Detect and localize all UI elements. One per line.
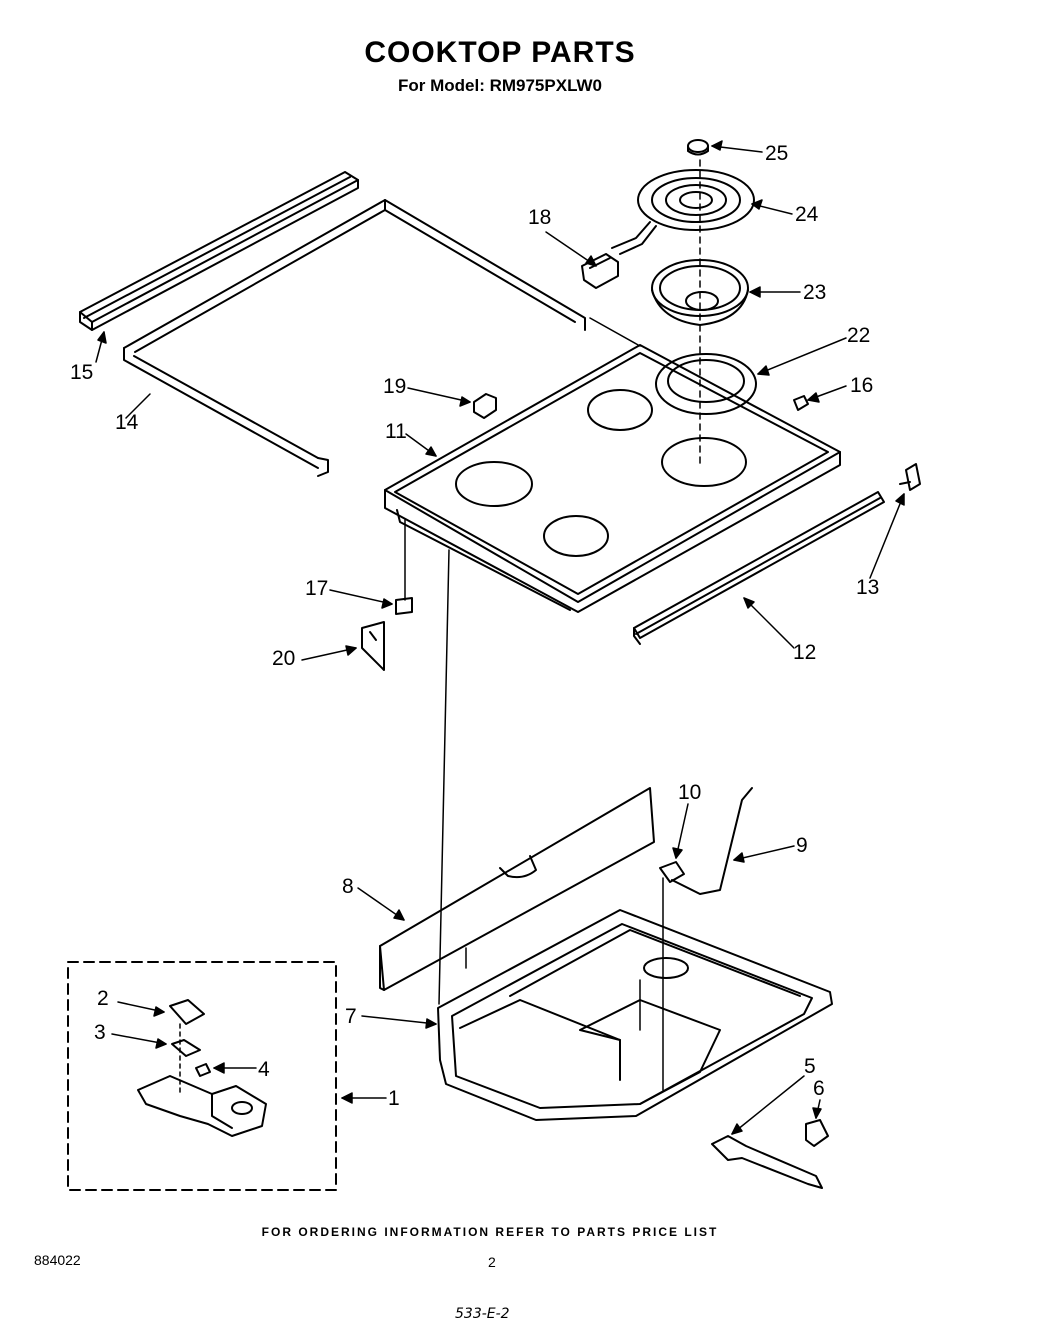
callout-12: 12 [793,641,817,664]
callout-13: 13 [856,576,880,599]
part-6-clip [805,1119,829,1147]
callout-23: 23 [803,281,827,304]
callout-17: 17 [305,577,329,600]
page-number: 2 [488,1254,496,1270]
callout-25: 25 [765,142,789,165]
callout-24: 24 [795,203,819,226]
assembly-guide-lines [179,159,701,1093]
part-20-bracket [361,621,385,671]
part-7-main-top [437,909,833,1121]
part-19-clip [473,393,497,419]
ordering-note: FOR ORDERING INFORMATION REFER TO PARTS … [261,1225,719,1239]
callout-15: 15 [70,361,94,384]
callout-10: 10 [678,781,702,804]
part-10-clip [659,861,685,883]
callout-3: 3 [94,1021,106,1044]
part-18-receptacle [581,253,619,289]
part-11-cooktop [384,344,841,613]
callout-5: 5 [804,1055,816,1078]
callout-22: 22 [847,324,871,347]
part-17-hinge [395,597,413,615]
callout-4: 4 [258,1058,270,1081]
part-16-clip [793,395,809,411]
callout-1: 1 [388,1087,400,1110]
part-8-panel [379,787,655,991]
part-9-rod [671,787,753,895]
callout-6: 6 [813,1077,825,1100]
part-25-cap [687,139,709,156]
callout-20: 20 [272,647,296,670]
callout-8: 8 [342,875,354,898]
callout-7: 7 [345,1005,357,1028]
callout-14: 14 [115,411,139,434]
switch-kit-inset [67,961,337,1191]
part-5-bracket [711,1135,823,1189]
part-24-surface-element [611,169,755,255]
callout-2: 2 [97,987,109,1010]
drawing-code: 533-E-2 [455,1306,510,1322]
part-15-rear-trim [79,171,359,331]
part-14-cooktop-frame [123,199,586,477]
callout-19: 19 [383,375,407,398]
page-title: COOKTOP PARTS [364,36,636,69]
model-line: For Model: RM975PXLW0 [397,76,603,95]
doc-number: 884022 [34,1252,81,1268]
callout-9: 9 [796,834,808,857]
part-12-front-trim [633,491,885,645]
callout-18: 18 [528,206,552,229]
callout-11: 11 [385,420,407,443]
callout-leaders [95,140,905,1135]
callout-16: 16 [850,374,874,397]
part-22-trim-ring [655,353,757,415]
part-13-clip [899,463,921,491]
